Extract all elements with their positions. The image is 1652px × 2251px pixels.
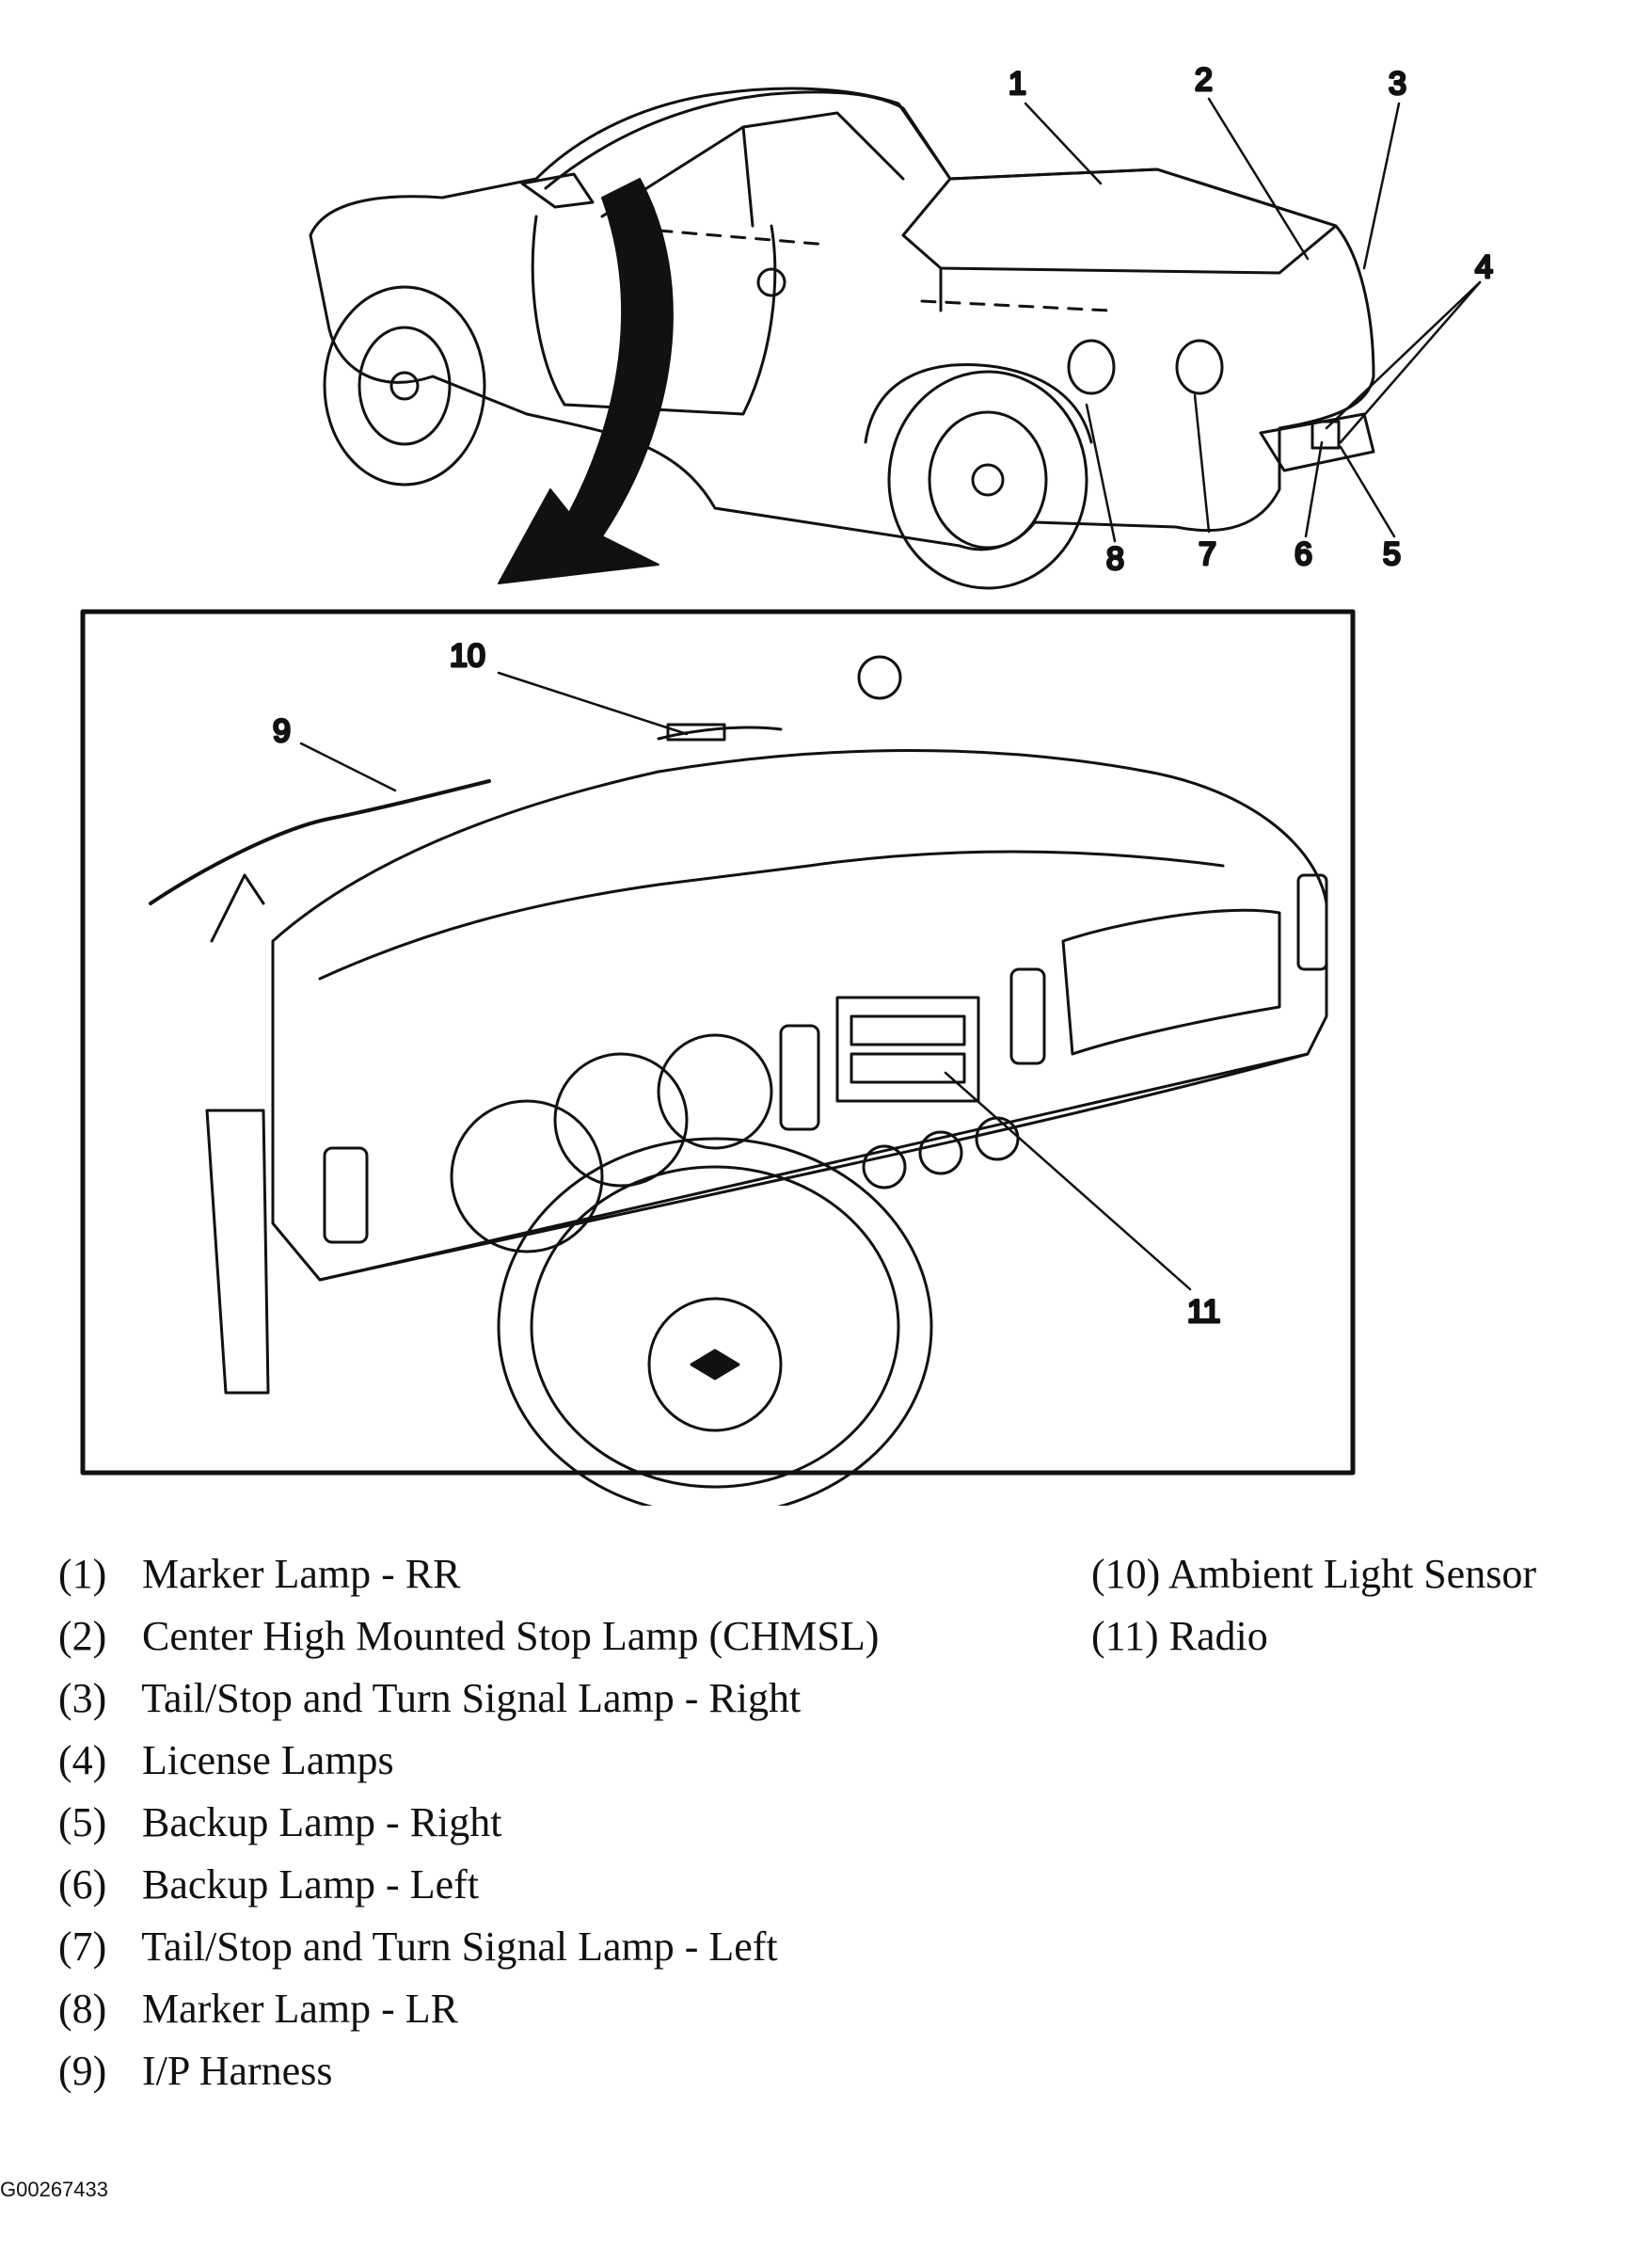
callout-1: 1 [1009, 66, 1026, 102]
callout-9: 9 [273, 713, 291, 749]
legend-label: Ambient Light Sensor [1168, 1551, 1536, 1597]
callout-11: 11 [1187, 1294, 1220, 1330]
callout-5: 5 [1383, 536, 1401, 572]
legend-number: (4) [58, 1737, 107, 1783]
legend-label: Tail/Stop and Turn Signal Lamp - Right [141, 1675, 802, 1721]
legend-number: (1) [58, 1551, 107, 1597]
legend-label: Marker Lamp - RR [142, 1551, 461, 1597]
legend-number: (10) [1091, 1551, 1161, 1597]
callout-4: 4 [1475, 249, 1493, 285]
legend-item: (6) Backup Lamp - Left [58, 1854, 879, 1916]
legend-label: I/P Harness [142, 2048, 333, 2094]
marker-lamp-lr [1067, 339, 1116, 395]
legend-item: (5) Backup Lamp - Right [58, 1792, 879, 1854]
legend-item: (3) Tail/Stop and Turn Signal Lamp - Rig… [58, 1668, 879, 1730]
radio-unit [835, 996, 980, 1103]
legend-item: (8) Marker Lamp - LR [58, 1978, 879, 2040]
legend-number: (3) [58, 1675, 107, 1721]
legend-item: (2) Center High Mounted Stop Lamp (CHMSL… [58, 1605, 879, 1668]
figure-code: G00267433 [0, 2178, 108, 2201]
callout-8: 8 [1106, 541, 1124, 577]
legend-number: (9) [58, 2048, 107, 2094]
leader-lines [299, 97, 1482, 1291]
vehicle-illustration [309, 87, 1375, 590]
legend-number: (2) [58, 1613, 107, 1659]
legend-number: (5) [58, 1799, 107, 1845]
legend-item: (7) Tail/Stop and Turn Signal Lamp - Lef… [58, 1916, 879, 1978]
callout-10: 10 [450, 638, 485, 674]
legend-number: (6) [58, 1861, 107, 1908]
callout-6: 6 [1295, 536, 1312, 572]
legend-label: Backup Lamp - Right [142, 1799, 502, 1845]
legend-label: License Lamps [142, 1737, 394, 1783]
callout-3: 3 [1389, 66, 1406, 102]
legend-list-left: (1) Marker Lamp - RR (2) Center High Mou… [58, 1543, 879, 2102]
legend-number: (11) [1091, 1613, 1159, 1659]
component-locator-diagram: 1 2 3 4 5 6 7 8 9 10 11 [80, 61, 1494, 1506]
callout-2: 2 [1195, 62, 1213, 98]
legend-number: (7) [58, 1924, 107, 1970]
legend-label: Center High Mounted Stop Lamp (CHMSL) [142, 1613, 880, 1659]
dashboard-illustration [149, 655, 1328, 1506]
view-direction-arrow [498, 178, 674, 584]
legend-item: (4) License Lamps [58, 1730, 879, 1792]
legend-item: (1) Marker Lamp - RR [58, 1543, 879, 1605]
legend-item: (9) I/P Harness [58, 2040, 879, 2102]
legend-label: Backup Lamp - Left [142, 1861, 479, 1908]
legend-label: Tail/Stop and Turn Signal Lamp - Left [141, 1924, 778, 1970]
tail-lamp-left [1175, 339, 1224, 395]
legend-label: Marker Lamp - LR [142, 1986, 458, 2032]
callout-7: 7 [1199, 536, 1216, 572]
legend-number: (8) [58, 1986, 107, 2032]
legend-item: (11) Radio [1091, 1605, 1536, 1668]
instrument-panel-inset-frame [80, 609, 1356, 1476]
legend-label: Radio [1168, 1613, 1268, 1659]
legend-item: (10) Ambient Light Sensor [1091, 1543, 1536, 1605]
legend-list-right: (10) Ambient Light Sensor (11) Radio [1091, 1543, 1536, 1668]
